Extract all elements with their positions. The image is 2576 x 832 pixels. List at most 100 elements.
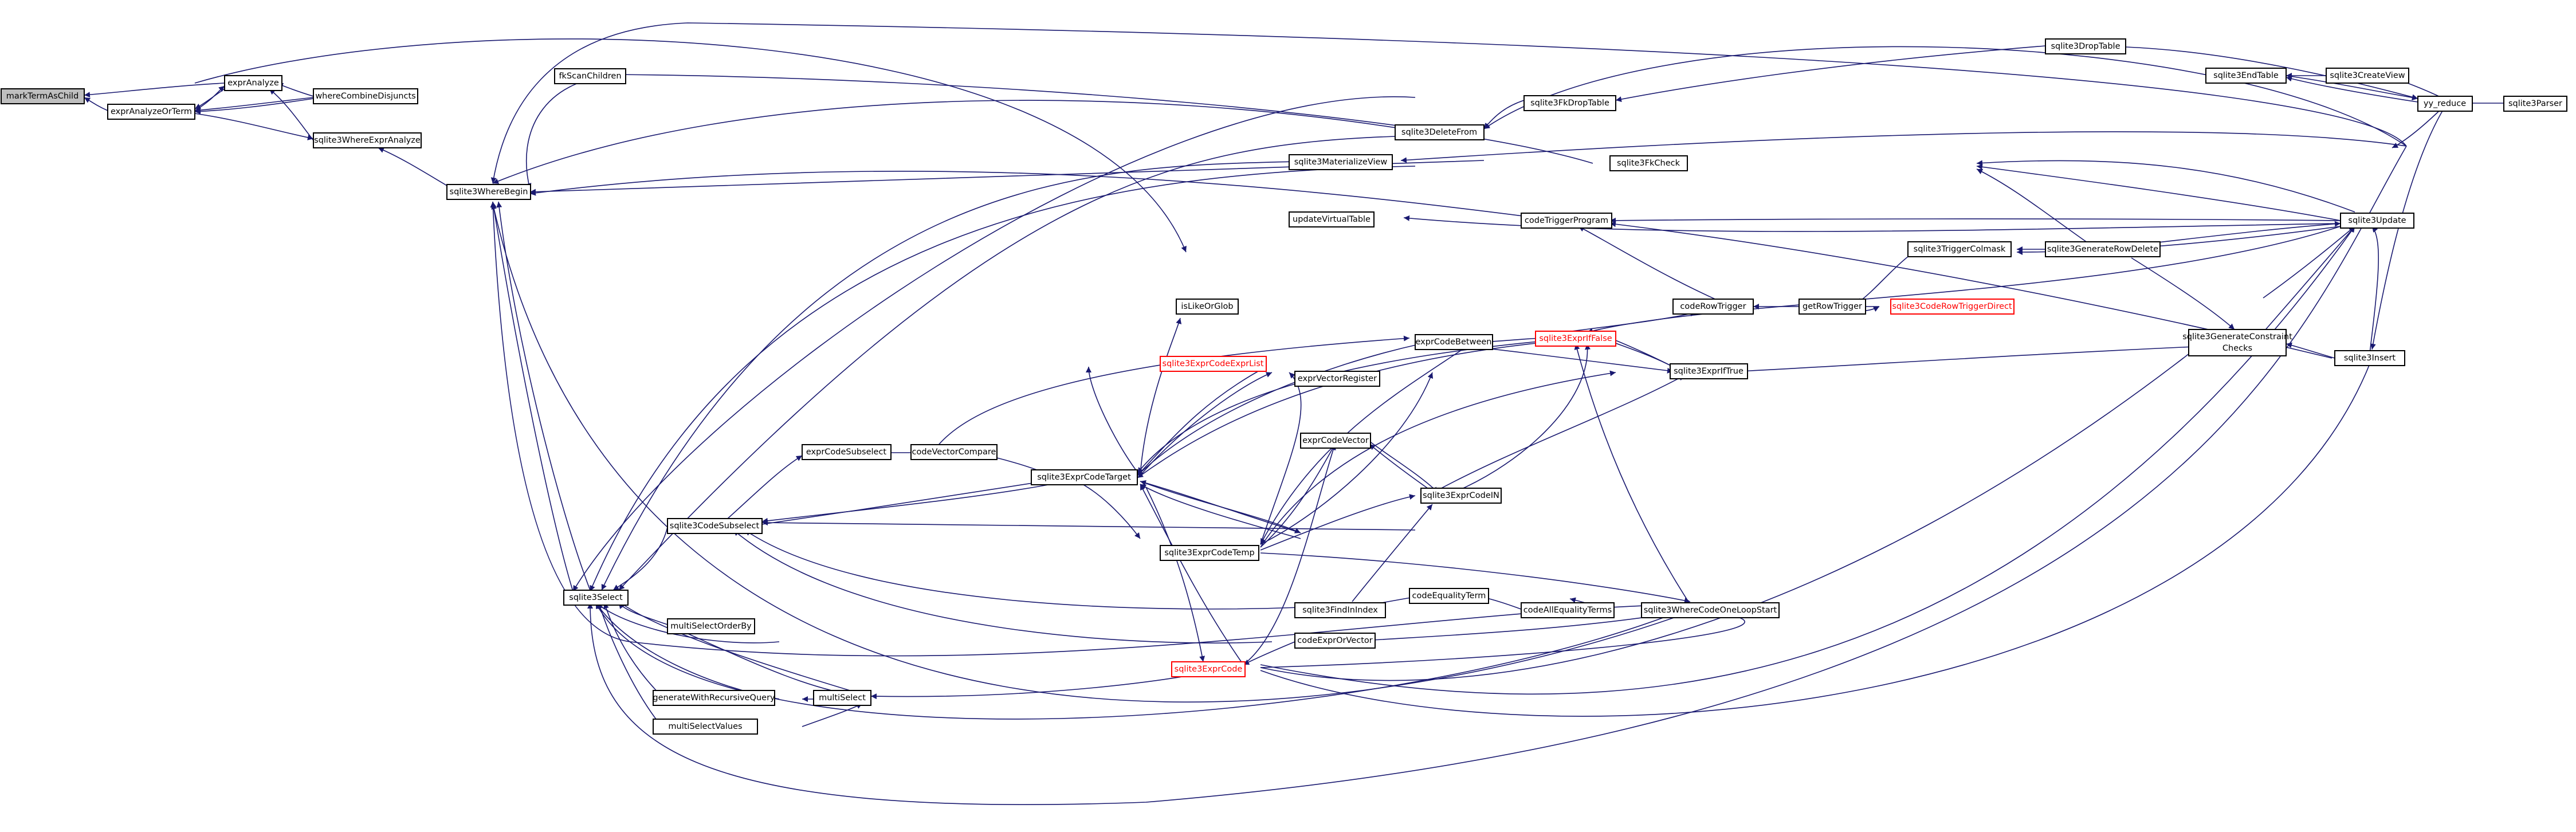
svg-text:sqlite3ExprCodeTarget: sqlite3ExprCodeTarget: [1037, 473, 1131, 482]
node-exprCodeSubselect[interactable]: exprCodeSubselect: [802, 444, 892, 460]
node-sqlite3EndTable[interactable]: sqlite3EndTable: [2205, 68, 2287, 84]
edge: [1483, 46, 2407, 147]
edge: [1140, 484, 1301, 539]
svg-text:sqlite3TriggerColmask: sqlite3TriggerColmask: [1914, 245, 2006, 254]
node-sqlite3ExprIfFalse[interactable]: sqlite3ExprIfFalse: [1535, 331, 1616, 347]
node-sqlite3ExprCodeExprList[interactable]: sqlite3ExprCodeExprList: [1160, 356, 1267, 372]
svg-text:sqlite3FkDropTable: sqlite3FkDropTable: [1530, 99, 1609, 108]
svg-text:updateVirtualTable: updateVirtualTable: [1293, 215, 1371, 224]
edge: [1086, 366, 1141, 476]
edge: [761, 484, 1052, 524]
node-sqlite3GenerateRowDelete[interactable]: sqlite3GenerateRowDelete: [2045, 241, 2161, 257]
edge: [1438, 375, 1685, 490]
edge: [595, 602, 780, 643]
node-sqlite3CodeSubselect[interactable]: sqlite3CodeSubselect: [667, 518, 763, 534]
node-sqlite3ExprCodeTemp[interactable]: sqlite3ExprCodeTemp: [1160, 545, 1259, 561]
node-sqlite3DropTable[interactable]: sqlite3DropTable: [2045, 38, 2126, 54]
node-sqlite3Update[interactable]: sqlite3Update: [2340, 213, 2414, 229]
svg-text:sqlite3CodeRowTriggerDirect: sqlite3CodeRowTriggerDirect: [1892, 302, 2012, 311]
edge: [529, 171, 1559, 221]
svg-text:sqlite3Insert: sqlite3Insert: [2344, 354, 2396, 363]
svg-text:sqlite3GenerateRowDelete: sqlite3GenerateRowDelete: [2047, 245, 2158, 254]
node-sqlite3CodeRowTriggerDirect[interactable]: sqlite3CodeRowTriggerDirect: [1890, 299, 2015, 315]
svg-text:sqlite3WhereCodeOneLoopStart: sqlite3WhereCodeOneLoopStart: [1644, 606, 1777, 615]
node-codeRowTrigger[interactable]: codeRowTrigger: [1672, 299, 1754, 315]
edge: [1137, 342, 1542, 478]
node-getRowTrigger[interactable]: getRowTrigger: [1799, 299, 1866, 315]
edge: [1260, 226, 2355, 695]
node-sqlite3ExprCode[interactable]: sqlite3ExprCode: [1171, 661, 1246, 677]
svg-text:codeExprOrVector: codeExprOrVector: [1297, 636, 1372, 645]
node-sqlite3FkDropTable[interactable]: sqlite3FkDropTable: [1523, 95, 1616, 111]
node-sqlite3FindInIndex[interactable]: sqlite3FindInIndex: [1294, 602, 1386, 618]
node-sqlite3FkCheck[interactable]: sqlite3FkCheck: [1609, 155, 1688, 171]
node-sqlite3WhereCodeOneLoopStart[interactable]: sqlite3WhereCodeOneLoopStart: [1641, 602, 1780, 618]
edge: [2263, 226, 2355, 333]
edge: [1574, 343, 1691, 605]
node-generateWithRecursiveQuery[interactable]: generateWithRecursiveQuery: [653, 690, 775, 706]
svg-text:codeVectorCompare: codeVectorCompare: [912, 448, 996, 457]
edge: [84, 83, 225, 98]
svg-text:sqlite3FkCheck: sqlite3FkCheck: [1617, 159, 1680, 168]
node-codeExprOrVector[interactable]: codeExprOrVector: [1294, 633, 1376, 649]
node-exprAnalyzeOrTerm[interactable]: exprAnalyzeOrTerm: [107, 104, 195, 120]
edge: [2263, 226, 2355, 299]
call-edges: [84, 22, 2504, 805]
node-sqlite3Insert[interactable]: sqlite3Insert: [2334, 350, 2405, 366]
edge: [1718, 346, 2195, 375]
edge: [84, 97, 108, 111]
svg-text:multiSelectOrderBy: multiSelectOrderBy: [670, 622, 752, 631]
svg-text:codeTriggerProgram: codeTriggerProgram: [1525, 216, 1608, 225]
node-codeEqualityTerm[interactable]: codeEqualityTerm: [1409, 588, 1489, 604]
node-codeVectorCompare[interactable]: codeVectorCompare: [910, 444, 998, 460]
svg-text:sqlite3CodeSubselect: sqlite3CodeSubselect: [670, 521, 760, 531]
node-sqlite3Parser[interactable]: sqlite3Parser: [2503, 96, 2567, 112]
node-sqlite3CreateView[interactable]: sqlite3CreateView: [2326, 68, 2409, 84]
edge: [194, 98, 314, 115]
node-yy_reduce[interactable]: yy_reduce: [2417, 96, 2473, 112]
svg-text:isLikeOrGlob: isLikeOrGlob: [1181, 302, 1233, 311]
edge: [1140, 317, 1182, 476]
node-codeTriggerProgram[interactable]: codeTriggerProgram: [1521, 213, 1612, 229]
edge: [1243, 641, 1295, 665]
edge: [595, 602, 1691, 720]
node-sqlite3ExprCodeIN[interactable]: sqlite3ExprCodeIN: [1420, 488, 1502, 504]
node-exprAnalyze[interactable]: exprAnalyze: [224, 75, 282, 91]
node-isLikeOrGlob[interactable]: isLikeOrGlob: [1176, 299, 1239, 315]
svg-text:Checks: Checks: [2222, 344, 2252, 353]
node-updateVirtualTable[interactable]: updateVirtualTable: [1289, 211, 1375, 227]
node-sqlite3WhereExprAnalyze[interactable]: sqlite3WhereExprAnalyze: [313, 132, 422, 148]
node-sqlite3ExprCodeTarget[interactable]: sqlite3ExprCodeTarget: [1031, 469, 1138, 485]
node-sqlite3DeleteFrom[interactable]: sqlite3DeleteFrom: [1395, 124, 1485, 140]
node-fkScanChildren[interactable]: fkScanChildren: [554, 68, 626, 84]
node-multiSelectValues[interactable]: multiSelectValues: [653, 719, 758, 735]
svg-text:sqlite3WhereExprAnalyze: sqlite3WhereExprAnalyze: [314, 136, 421, 145]
edge: [1260, 372, 1434, 545]
edge: [1976, 168, 2098, 250]
edge: [496, 201, 591, 591]
edge: [378, 147, 453, 190]
node-exprCodeBetween[interactable]: exprCodeBetween: [1415, 334, 1493, 350]
node-sqlite3MaterializeView[interactable]: sqlite3MaterializeView: [1289, 154, 1393, 170]
svg-text:sqlite3DeleteFrom: sqlite3DeleteFrom: [1401, 128, 1477, 137]
svg-text:sqlite3ExprCodeIN: sqlite3ExprCodeIN: [1423, 491, 1499, 500]
node-sqlite3TriggerColmask[interactable]: sqlite3TriggerColmask: [1907, 241, 2012, 257]
node-sqlite3WhereBegin[interactable]: sqlite3WhereBegin: [446, 184, 531, 200]
edge: [1137, 343, 1421, 476]
node-exprVectorRegister[interactable]: exprVectorRegister: [1294, 371, 1380, 387]
node-markTermAsChild[interactable]: markTermAsChild: [1, 88, 85, 104]
edge: [490, 201, 574, 592]
node-multiSelect[interactable]: multiSelect: [813, 690, 871, 706]
node-sqlite3ExprIfTrue[interactable]: sqlite3ExprIfTrue: [1670, 363, 1748, 379]
edge: [590, 166, 1416, 592]
node-whereCombineDisjuncts[interactable]: whereCombineDisjuncts: [313, 88, 418, 104]
edge: [1472, 346, 1674, 374]
node-codeAllEqualityTerms[interactable]: codeAllEqualityTerms: [1521, 602, 1615, 618]
node-exprCodeVector[interactable]: exprCodeVector: [1300, 433, 1371, 449]
svg-text:exprAnalyze: exprAnalyze: [227, 79, 279, 88]
node-sqlite3Select[interactable]: sqlite3Select: [563, 590, 629, 606]
svg-text:yy_reduce: yy_reduce: [2424, 99, 2466, 108]
node-multiSelectOrderBy[interactable]: multiSelectOrderBy: [667, 618, 755, 634]
node-sqlite3GenerateConstraintChecks[interactable]: sqlite3GenerateConstraint Checks: [2182, 329, 2292, 356]
